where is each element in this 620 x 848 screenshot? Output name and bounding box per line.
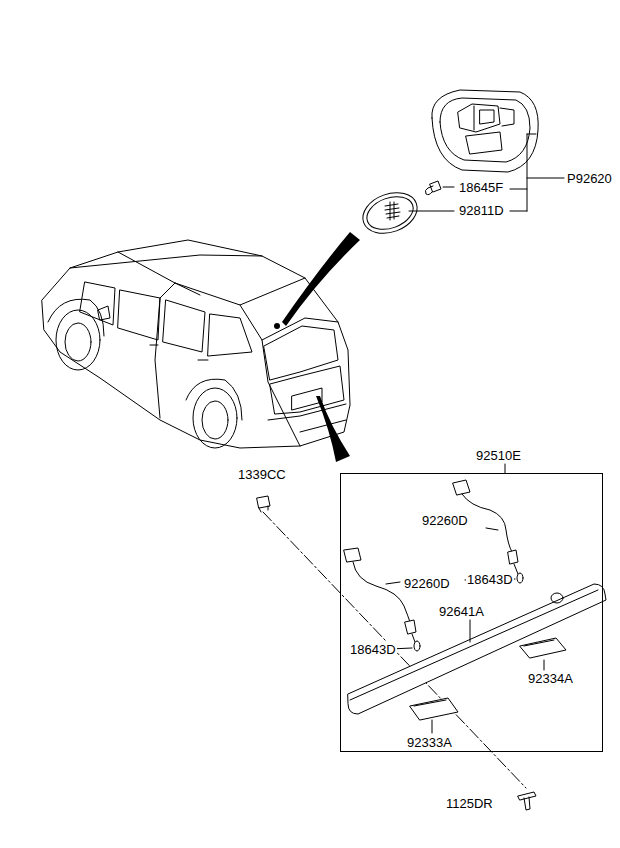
callout-number: 92260D — [403, 576, 451, 591]
callout-number: 18645F — [458, 180, 504, 195]
callout-number: 18643D — [349, 642, 397, 657]
part-number: 92510E — [475, 448, 522, 463]
callout-number: 92334A — [527, 671, 574, 686]
callout-number: P92620 — [566, 171, 613, 186]
callout-number: 92641A — [438, 604, 485, 619]
callout-number: 92260D — [421, 513, 469, 528]
callout-number: 1125DR — [445, 796, 494, 811]
callout-number: 92811D — [458, 203, 505, 218]
callout-number: 92333A — [406, 735, 453, 750]
callout-number: 1339CC — [237, 467, 287, 482]
callout-number: 18643D — [466, 572, 514, 587]
